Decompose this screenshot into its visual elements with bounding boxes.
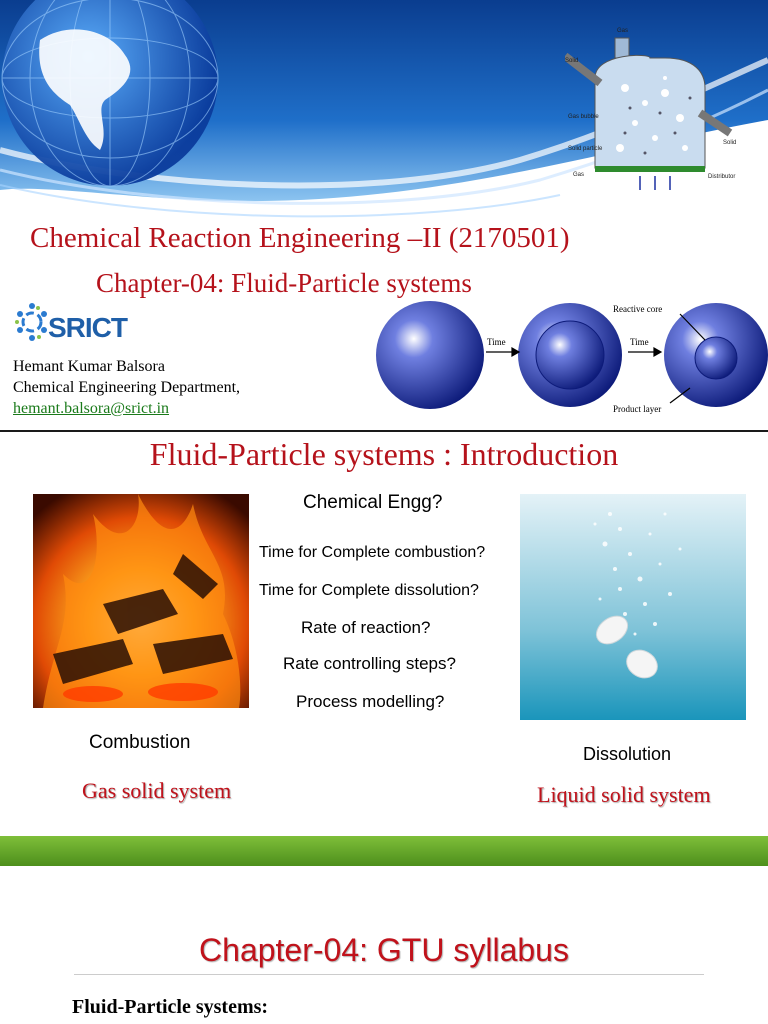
- label-distributor: Distributor: [708, 174, 735, 180]
- syllabus-subheading: Fluid-Particle systems:: [72, 996, 269, 1018]
- label-gas-bottom: Gas: [573, 172, 584, 178]
- question-process-modelling: Process modelling?: [296, 692, 445, 711]
- label-reactive-core: Reactive core: [613, 304, 662, 314]
- globe-icon: [1, 0, 219, 187]
- combustion-caption: Combustion: [89, 732, 191, 753]
- slide-heading: Fluid-Particle systems : Introduction: [149, 436, 619, 472]
- slide-footer-bar: [0, 836, 768, 866]
- slide-divider: [0, 430, 768, 433]
- email-link[interactable]: hemant.balsora@srict.in: [13, 400, 170, 417]
- question-rate-controlling: Rate controlling steps?: [283, 654, 456, 673]
- label-time-1: Time: [487, 337, 506, 347]
- syllabus-slide: Chapter-04: GTU syllabus Fluid-Particle …: [0, 866, 768, 1024]
- department: Chemical Engineering Department,: [13, 379, 241, 396]
- question-rate-of-reaction: Rate of reaction?: [301, 618, 431, 637]
- heading-rule: [74, 974, 704, 975]
- author-name: Hemant Kumar Balsora: [13, 358, 165, 375]
- label-solid-right: Solid: [723, 140, 736, 146]
- fluidized-bed-reactor-diagram: Gas Solid Gas bubble Solid particle Gas …: [565, 28, 736, 190]
- question-chemical-engg: Chemical Engg?: [303, 492, 443, 513]
- liquid-solid-label: Liquid solid system: [537, 782, 711, 807]
- course-title: Chemical Reaction Engineering –II (21705…: [30, 222, 570, 254]
- gas-solid-label: Gas solid system: [82, 778, 232, 803]
- introduction-slide: Fluid-Particle systems : Introduction Ch…: [0, 432, 768, 836]
- label-solid-left: Solid: [565, 58, 578, 64]
- chapter-title: Chapter-04: Fluid-Particle systems: [96, 268, 472, 298]
- label-solid-particle: Solid particle: [568, 146, 603, 152]
- author-block: Hemant Kumar Balsora Chemical Engineerin…: [13, 356, 240, 419]
- label-product-layer: Product layer: [613, 404, 661, 414]
- shrinking-core-diagram: Time Time Reactive core Product layer: [376, 301, 768, 414]
- combustion-image: [33, 494, 249, 708]
- logo-text: SRICT: [48, 312, 128, 343]
- label-time-2: Time: [630, 337, 649, 347]
- question-dissolution-time: Time for Complete dissolution?: [259, 582, 479, 599]
- label-gas-top: Gas: [617, 28, 628, 34]
- syllabus-heading: Chapter-04: GTU syllabus: [199, 932, 569, 968]
- dissolution-caption: Dissolution: [583, 744, 672, 764]
- question-combustion-time: Time for Complete combustion?: [259, 544, 486, 561]
- label-gas-bubble: Gas bubble: [568, 114, 599, 120]
- dissolution-image: [520, 494, 746, 720]
- title-slide: Gas Solid Gas bubble Solid particle Gas …: [0, 0, 768, 430]
- srict-logo-icon: [15, 303, 47, 341]
